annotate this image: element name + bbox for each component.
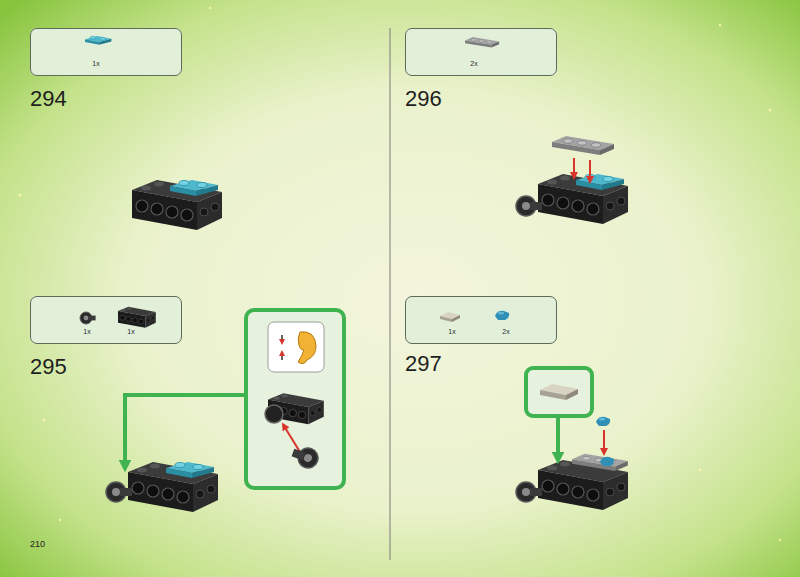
step-294-model (132, 180, 222, 230)
sub-step-callout (265, 405, 283, 423)
page-number: 210 (30, 540, 45, 549)
sub-step-callout (290, 443, 321, 471)
parts-box-fill (405, 28, 557, 76)
part-quantity: 1x (448, 328, 455, 336)
step-295-model (166, 462, 214, 478)
step-297-model (540, 384, 578, 400)
sparkle-stars (719, 24, 722, 27)
step-297-model (516, 368, 628, 510)
sub-step-callout (268, 322, 324, 372)
step-296-model (516, 196, 542, 216)
parts-box: 1x 2x (405, 296, 557, 344)
sub-step-callout (281, 335, 283, 342)
step-297-model (566, 389, 578, 400)
part-icons (452, 315, 460, 322)
step-296-model (552, 136, 614, 155)
sparkle-stars (699, 469, 702, 472)
step-294-model (132, 180, 222, 230)
parts-box-fill (405, 296, 557, 344)
sparkle-stars (209, 7, 212, 10)
step-296-model (538, 174, 628, 224)
part-icons (495, 311, 509, 320)
part-icons (495, 311, 509, 320)
step-297-model (556, 418, 560, 458)
step-297-model (596, 417, 610, 426)
part-icons (440, 316, 452, 322)
step-297-model (526, 368, 592, 416)
step-296-model (516, 136, 628, 224)
part-icons (118, 307, 156, 328)
part-quantity: 2x (502, 328, 509, 336)
sub-step-callout (281, 353, 283, 360)
step-number: 296 (405, 88, 442, 110)
parts-box: 1x 1x (30, 296, 182, 344)
step-296-model (589, 160, 591, 180)
step-296-model (576, 174, 624, 190)
step-297-model (540, 390, 566, 400)
step-297-model (596, 417, 610, 426)
sub-step-callout (298, 332, 316, 364)
sparkle-stars (19, 7, 782, 542)
parts-box-fill (30, 28, 182, 76)
step-295-model (106, 462, 218, 512)
part-quantity: 1x (92, 60, 99, 68)
step-number: 294 (30, 88, 67, 110)
step-295-model (106, 482, 132, 502)
step-number: 295 (30, 356, 67, 378)
sparkle-stars (779, 539, 781, 541)
callout-arrow (125, 395, 246, 466)
part-icons (85, 36, 111, 45)
step-294-model (170, 180, 218, 196)
sub-step-callout (246, 310, 344, 488)
part-icons (80, 36, 509, 328)
part-quantity: 1x (127, 328, 134, 336)
step-297-model (600, 457, 614, 466)
step-295-model (128, 462, 218, 512)
step-297-model (603, 430, 605, 452)
sparkle-stars (59, 519, 61, 521)
parts-box: 2x (405, 28, 557, 76)
part-icons (465, 37, 499, 47)
step-297-model (600, 457, 614, 466)
sparkle-stars (769, 109, 772, 112)
step-297-model (599, 418, 605, 421)
step-296-model (573, 158, 575, 176)
sub-step-callout (246, 310, 344, 488)
parts-box: 1x (30, 28, 182, 76)
parts-box-fill (30, 296, 182, 344)
step-297-model (572, 454, 628, 471)
part-icons (498, 312, 504, 315)
part-icons (440, 312, 460, 322)
part-icons (118, 307, 156, 328)
step-297-model (516, 482, 542, 502)
sparkle-stars (43, 419, 46, 422)
part-quantity: 1x (83, 328, 90, 336)
sparkle-stars (19, 194, 22, 197)
column-divider (390, 28, 391, 560)
part-quantity: 2x (470, 60, 477, 68)
sub-step-callout (284, 426, 300, 452)
step-number: 297 (405, 353, 442, 375)
part-icons (80, 312, 96, 324)
parts-box-fill (30, 28, 557, 344)
